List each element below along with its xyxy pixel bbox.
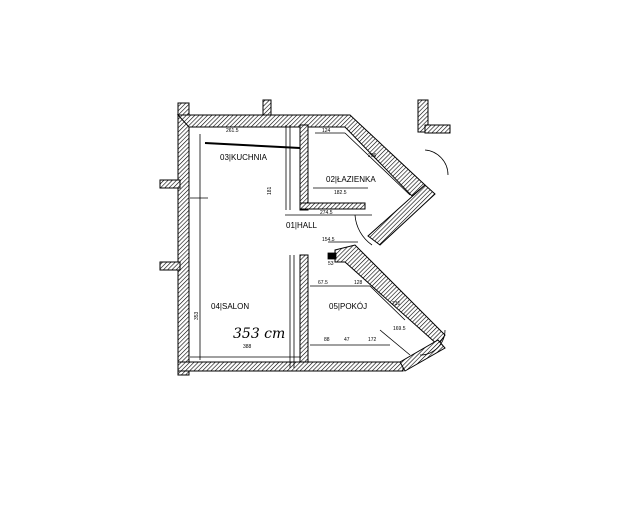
walls: [159, 99, 451, 376]
dim-label: 53: [328, 261, 334, 267]
room-label-room: 05|POKÓJ: [329, 302, 367, 311]
room-diag-wall: [334, 244, 446, 346]
dim-label: 169.5: [393, 326, 406, 332]
room-label-hall: 01|HALL: [286, 221, 318, 230]
dim-label: 231: [392, 301, 401, 307]
dim-label: 274.5: [320, 210, 333, 216]
bottom-right-wall: [399, 339, 446, 372]
kitchen-bath-partition: [299, 124, 309, 211]
dim-label: 128: [354, 280, 363, 286]
bottom-wall: [177, 361, 404, 372]
top-wall-stub: [262, 99, 272, 118]
salon-room-partition: [299, 254, 309, 368]
bathroom-diag-wall: [367, 184, 436, 246]
left-wall-stub: [159, 261, 181, 271]
dim-label: 206: [368, 153, 377, 159]
room-label-salon: 04|SALON: [211, 302, 249, 311]
dim-label: 172: [368, 337, 377, 343]
dim-label: 353: [194, 311, 200, 320]
dim-label: 67.5: [318, 280, 328, 286]
dim-label: 182.5: [334, 190, 347, 196]
interior-lines: [190, 125, 449, 368]
left-wall: [177, 102, 190, 376]
bathroom-bottom-wall: [299, 202, 366, 210]
handwritten-annotation: 353 cm: [233, 326, 285, 342]
dim-label: 181: [267, 186, 273, 195]
right-top-stub: [417, 99, 429, 133]
right-top-stub: [424, 124, 451, 134]
dim-label: 261.5: [226, 128, 239, 134]
room-label-bathroom: 02|ŁAZIENKA: [326, 175, 376, 184]
dimension-labels: 261.5 124 206 182.5 274.5 154.5 67.5 128…: [194, 128, 406, 350]
room-label-kitchen: 03|KUCHNIA: [220, 153, 268, 162]
dim-label: 388: [243, 344, 252, 350]
dim-label: 88: [324, 337, 330, 343]
dim-label: 124: [322, 128, 331, 134]
dim-label: 154.5: [322, 237, 335, 243]
dim-label: 47: [344, 337, 350, 343]
left-wall-stub: [159, 179, 181, 189]
